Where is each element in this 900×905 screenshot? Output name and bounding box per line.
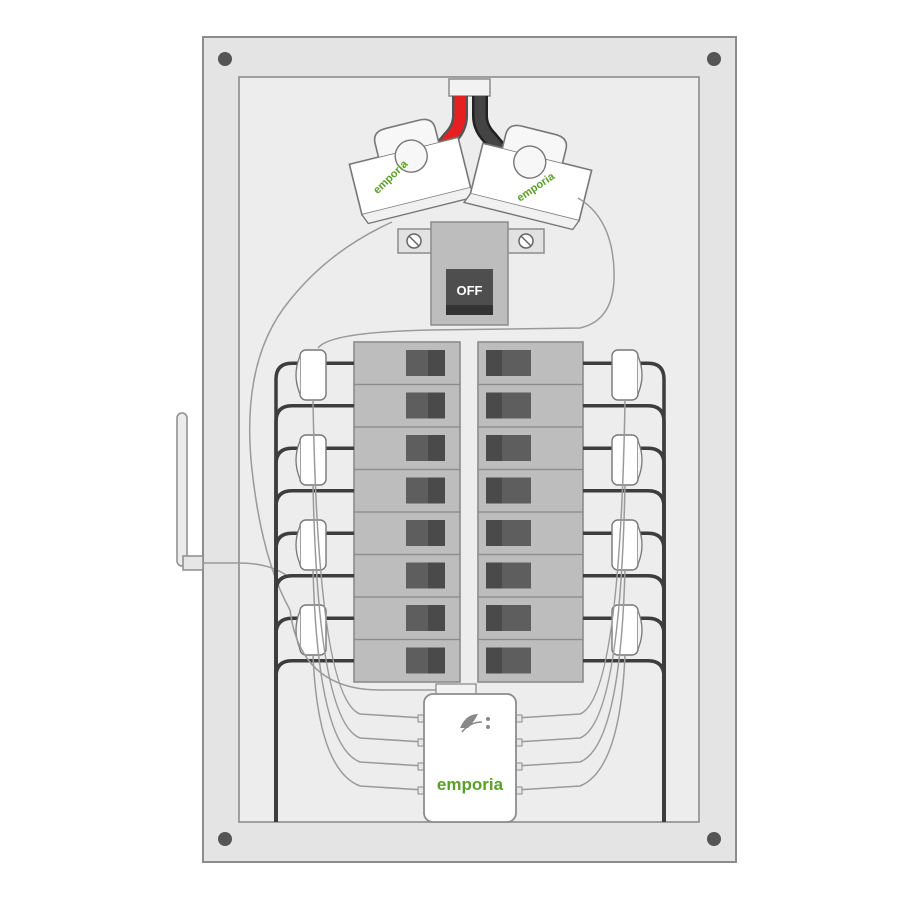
breaker-toggle-right bbox=[502, 562, 531, 589]
wifi-antenna bbox=[176, 412, 287, 576]
ct-clamp-left bbox=[299, 434, 327, 486]
branch-wire-right bbox=[583, 574, 666, 822]
breaker-toggle-right-shadow bbox=[486, 435, 502, 461]
breaker-toggle-left bbox=[406, 477, 428, 504]
breaker-toggle-left bbox=[406, 562, 428, 589]
branch-wire-left bbox=[274, 446, 354, 822]
status-led-icon bbox=[486, 725, 490, 729]
breaker-toggle-right-shadow bbox=[486, 392, 502, 419]
sensor-lead-left bbox=[312, 569, 425, 767]
branch-wire-left bbox=[274, 531, 354, 822]
breaker-toggle-left-shadow bbox=[428, 435, 445, 461]
sensor-lead-right bbox=[515, 654, 626, 791]
branch-wire-right bbox=[583, 489, 666, 822]
branch-wire-right bbox=[583, 659, 666, 822]
breaker-toggle-right-shadow bbox=[486, 477, 502, 504]
breaker-toggle-left-shadow bbox=[428, 605, 445, 631]
ct-clamp-right-jaw bbox=[637, 525, 643, 565]
sensor-lead-main bbox=[289, 609, 436, 691]
breaker-toggle-left bbox=[406, 350, 428, 376]
breaker-toggle-left bbox=[406, 647, 428, 674]
branch-wire-left bbox=[274, 574, 354, 822]
breaker-toggle-right bbox=[502, 647, 531, 674]
sensor-lead-right bbox=[515, 399, 626, 719]
branch-circuit-wiring bbox=[274, 361, 666, 822]
breaker-toggle-left-shadow bbox=[428, 392, 445, 419]
ct-clamp-right bbox=[611, 349, 639, 401]
main-ct-clamp-left: emporia bbox=[348, 118, 479, 225]
main-breaker-label: OFF bbox=[457, 283, 483, 298]
breaker-toggle-right-shadow bbox=[486, 562, 502, 589]
sensor-leads bbox=[289, 399, 626, 795]
branch-wire-left bbox=[274, 404, 354, 822]
ct-clamp-left-jaw bbox=[295, 355, 301, 395]
breaker-toggle-left-shadow bbox=[428, 350, 445, 376]
breaker-toggle-left bbox=[406, 520, 428, 546]
breaker-grid bbox=[353, 341, 584, 683]
breaker-toggle-right bbox=[502, 350, 531, 376]
breaker-toggle-right-shadow bbox=[486, 647, 502, 674]
breaker-toggle-right-shadow bbox=[486, 605, 502, 631]
branch-wire-left bbox=[274, 361, 354, 822]
energy-monitor: emporia bbox=[423, 683, 517, 823]
ct-clamp-left-jaw bbox=[295, 525, 301, 565]
ct-clamp-right bbox=[611, 519, 639, 571]
ct-clamp-right-jaw bbox=[637, 355, 643, 395]
sensor-lead-left bbox=[312, 484, 425, 743]
breaker-toggle-right bbox=[502, 392, 531, 419]
breaker-toggle-left bbox=[406, 392, 428, 419]
breaker-toggle-right-shadow bbox=[486, 350, 502, 376]
breaker-toggle-right bbox=[502, 477, 531, 504]
breaker-toggle-left-shadow bbox=[428, 647, 445, 674]
main-breaker: OFF bbox=[397, 221, 545, 326]
branch-wire-right bbox=[583, 446, 666, 822]
emporia-logo-icon bbox=[460, 714, 483, 733]
screw-bottom-left bbox=[218, 832, 232, 846]
sensor-lead-right bbox=[515, 484, 626, 743]
sensor-lead-left bbox=[312, 399, 425, 719]
breaker-toggle-right bbox=[502, 605, 531, 631]
screw-bottom-right bbox=[707, 832, 721, 846]
main-ct-clamp-right: emporia bbox=[462, 124, 593, 231]
status-led-icon bbox=[486, 717, 490, 721]
branch-wire-right bbox=[583, 616, 666, 822]
ct-clamp-right bbox=[611, 434, 639, 486]
sensor-lead-left bbox=[312, 654, 425, 791]
main-clamp-lead-left bbox=[248, 221, 393, 611]
breaker-toggle-left bbox=[406, 435, 428, 461]
branch-wire-right bbox=[583, 361, 666, 822]
branch-wire-right bbox=[583, 404, 666, 822]
ct-clamp-right-jaw bbox=[637, 610, 643, 650]
main-clamp-lead-right bbox=[317, 197, 615, 349]
breaker-toggle-left-shadow bbox=[428, 477, 445, 504]
breaker-toggle-right-shadow bbox=[486, 520, 502, 546]
branch-wire-left bbox=[274, 489, 354, 822]
monitor-brand: emporia bbox=[437, 775, 504, 794]
breaker-toggle-right bbox=[502, 435, 531, 461]
breaker-toggle-left-shadow bbox=[428, 562, 445, 589]
ct-clamp-left bbox=[299, 349, 327, 401]
screw-top-left bbox=[218, 52, 232, 66]
breaker-toggle-left bbox=[406, 605, 428, 631]
ct-clamp-left bbox=[299, 519, 327, 571]
branch-wire-left bbox=[274, 659, 354, 822]
ct-clamp-right-jaw bbox=[637, 440, 643, 480]
breaker-toggle-right bbox=[502, 520, 531, 546]
sensor-lead-right bbox=[515, 569, 626, 767]
branch-wire-right bbox=[583, 531, 666, 822]
screw-top-right bbox=[707, 52, 721, 66]
service-wires bbox=[415, 78, 525, 178]
ct-clamp-left-jaw bbox=[295, 440, 301, 480]
breaker-toggle-left-shadow bbox=[428, 520, 445, 546]
